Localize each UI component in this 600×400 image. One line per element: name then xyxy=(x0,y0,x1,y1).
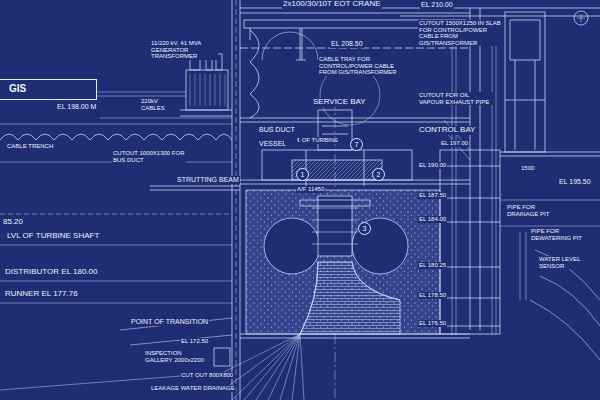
elevation-mark: EL 184.00 xyxy=(418,216,447,223)
elevation-mark: EL 197.00 xyxy=(440,140,469,147)
level-label: LVL OF TURBINE SHAFT xyxy=(6,232,100,241)
elevation-mark: EL 208.50 xyxy=(330,40,364,48)
cutout-note: CUTOUT 1000X1300 FOR BUS DUCT xyxy=(112,150,186,163)
elevation-mark: EL 190.00 xyxy=(418,162,447,169)
dimension: 1500 xyxy=(520,165,535,172)
part-name: POINT OF TRANSITION xyxy=(130,318,209,326)
elevation-mark: EL 180.25 xyxy=(418,262,447,269)
elevation-mark: EL 187.50 xyxy=(418,192,447,199)
cutout-note: CUTOUT 1500X1250 IN SLAB FOR CONTROL/POW… xyxy=(418,20,502,46)
cutout-note: CUTOUT FOR OIL VAPOUR EXHAUST PIPE xyxy=(418,92,494,105)
elevation-mark: EL 210.00 xyxy=(420,1,454,9)
part-name: VESSEL xyxy=(258,140,287,148)
bay-name: CONTROL BAY xyxy=(418,126,476,135)
callout-number: 7 xyxy=(350,138,363,151)
node-label: GIS xyxy=(9,80,96,98)
dimension: A/F 11450 xyxy=(296,186,325,193)
elevation-mark: EL 178.50 xyxy=(418,292,447,299)
cable-note: 220kV CABLES xyxy=(140,98,178,111)
elevation-mark: EL 198.00 M xyxy=(56,103,97,111)
elevation-mark: EL 172.50 xyxy=(180,338,209,345)
level-label: RUNNER EL 177.76 xyxy=(4,290,79,299)
part-name: BUS DUCT xyxy=(258,126,296,134)
bay-name: SERVICE BAY xyxy=(312,98,367,107)
callout-number: 2 xyxy=(372,168,385,181)
callout-number: 3 xyxy=(358,222,371,235)
gallery-label: INSPECTION GALLERY 2000x2200 xyxy=(144,350,210,363)
part-name: STRUTTING BEAM xyxy=(176,176,240,184)
pipe-note: PIPE FOR DRAINAGE PIT xyxy=(506,204,564,217)
cable-note: CABLE TRAY FOR CONTROL/POWER CABLE FROM … xyxy=(318,56,400,76)
pipe-note: PIPE FOR DEWATERING PIT xyxy=(530,228,596,241)
gis-box: GIS xyxy=(0,79,97,100)
elevation-mark: 85.20 xyxy=(2,218,24,227)
equipment-note: 11/220 kV, 41 MVA GENERATOR TRANSFORMER xyxy=(150,40,218,60)
elevation-mark: EL 195.50 xyxy=(558,178,592,186)
drain-label: LEAKAGE WATER DRAINAGE xyxy=(150,385,236,392)
sensor-note: WATER LEVEL SENSOR xyxy=(538,256,596,269)
level-label: DISTRIBUTOR EL 180.00 xyxy=(4,268,98,277)
equipment-note: 2x100/30/10T EOT CRANE xyxy=(282,0,382,9)
cutout-note: CUT OUT 800X800 xyxy=(180,372,234,379)
axis-label: ℄ OF TURBINE xyxy=(296,137,339,144)
elevation-mark: EL 176.50 xyxy=(418,320,447,327)
trench-label: CABLE TRENCH xyxy=(6,143,54,150)
callout-number: 1 xyxy=(296,168,309,181)
